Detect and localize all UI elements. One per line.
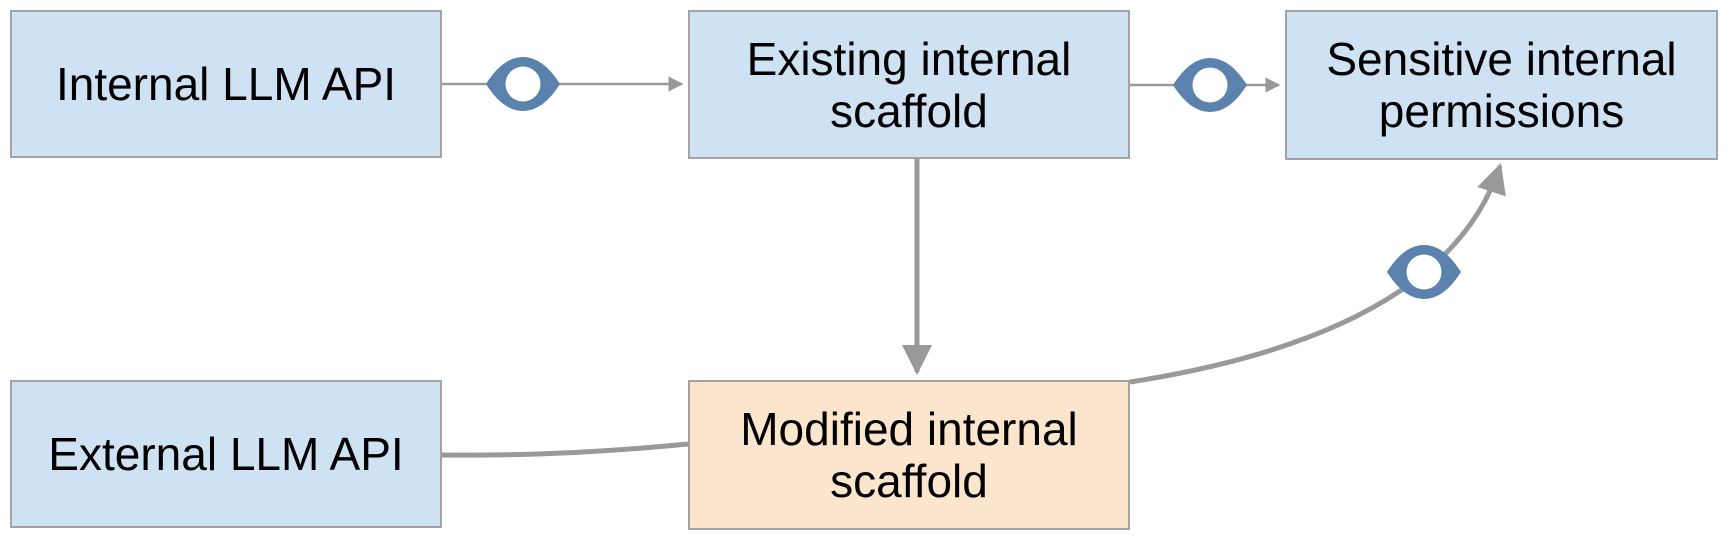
- node-external-llm-api-label: External LLM API: [48, 428, 404, 480]
- node-internal-llm-api-label: Internal LLM API: [55, 58, 397, 110]
- node-existing-internal-scaffold-label: Existing internal scaffold: [746, 32, 1072, 137]
- node-modified-internal-scaffold: Modified internal scaffold: [688, 380, 1130, 530]
- edge-external-api-to-modified-scaffold: [441, 441, 689, 458]
- monitor-eye-icon-1: [486, 57, 560, 111]
- node-external-llm-api: External LLM API: [10, 380, 442, 528]
- node-sensitive-internal-permissions: Sensitive internal permissions: [1285, 10, 1718, 160]
- node-internal-llm-api: Internal LLM API: [10, 10, 442, 158]
- monitor-eye-icon-2: [1173, 58, 1247, 112]
- edge-modified-scaffold-to-sensitive-permissions: [1129, 163, 1506, 385]
- node-sensitive-internal-permissions-label: Sensitive internal permissions: [1326, 33, 1677, 137]
- node-existing-internal-scaffold: Existing internal scaffold: [688, 10, 1130, 159]
- node-modified-internal-scaffold-label: Modified internal scaffold: [740, 403, 1078, 507]
